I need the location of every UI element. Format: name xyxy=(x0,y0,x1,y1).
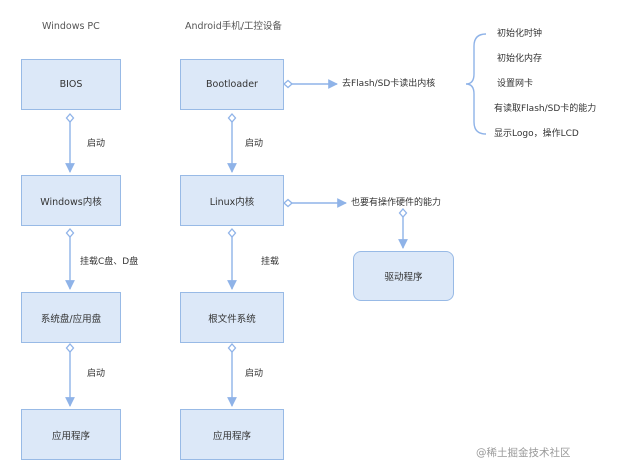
node-bios: BIOS xyxy=(21,59,121,110)
node-rootfs: 根文件系统 xyxy=(180,292,284,343)
diamond-bootloader xyxy=(227,113,237,123)
diamond-pc-kernel xyxy=(65,228,75,238)
watermark: @稀土掘金技术社区 xyxy=(476,447,571,459)
task-item: 显示Logo，操作LCD xyxy=(494,129,579,139)
task-item: 有读取Flash/SD卡的能力 xyxy=(494,104,597,114)
label-bootloader-read: 去Flash/SD卡读出内核 xyxy=(342,79,436,89)
task-brace xyxy=(465,33,487,135)
diamond-linux-kernel xyxy=(227,228,237,238)
diamond-disk xyxy=(65,343,75,353)
column-title-pc: Windows PC xyxy=(42,21,100,32)
edge-label-android-boot1: 启动 xyxy=(245,139,264,149)
node-windows-kernel: Windows内核 xyxy=(21,175,121,226)
label-kernel-hw: 也要有操作硬件的能力 xyxy=(351,198,442,208)
node-pc-app: 应用程序 xyxy=(21,409,121,460)
node-bootloader: Bootloader xyxy=(180,59,284,110)
diamond-bootloader-right xyxy=(283,79,293,89)
edge-label-pc-boot1: 启动 xyxy=(87,139,106,149)
diamond-hw-label xyxy=(398,208,408,218)
task-item: 初始化内存 xyxy=(497,54,543,64)
node-system-disk: 系统盘/应用盘 xyxy=(21,292,121,343)
diamond-kernel-right xyxy=(283,198,293,208)
node-driver: 驱动程序 xyxy=(353,251,454,301)
node-linux-kernel: Linux内核 xyxy=(180,175,284,226)
task-item: 初始化时钟 xyxy=(497,29,543,39)
edge-label-pc-boot2: 启动 xyxy=(87,369,106,379)
diamond-rootfs xyxy=(227,343,237,353)
edge-label-pc-mount: 挂载C盘、D盘 xyxy=(80,257,139,267)
edge-label-android-boot2: 启动 xyxy=(245,369,264,379)
diamond-bios xyxy=(65,113,75,123)
task-item: 设置网卡 xyxy=(497,79,534,89)
column-title-android: Android手机/工控设备 xyxy=(185,21,282,32)
node-android-app: 应用程序 xyxy=(180,409,284,460)
edge-label-android-mount: 挂载 xyxy=(261,257,280,267)
